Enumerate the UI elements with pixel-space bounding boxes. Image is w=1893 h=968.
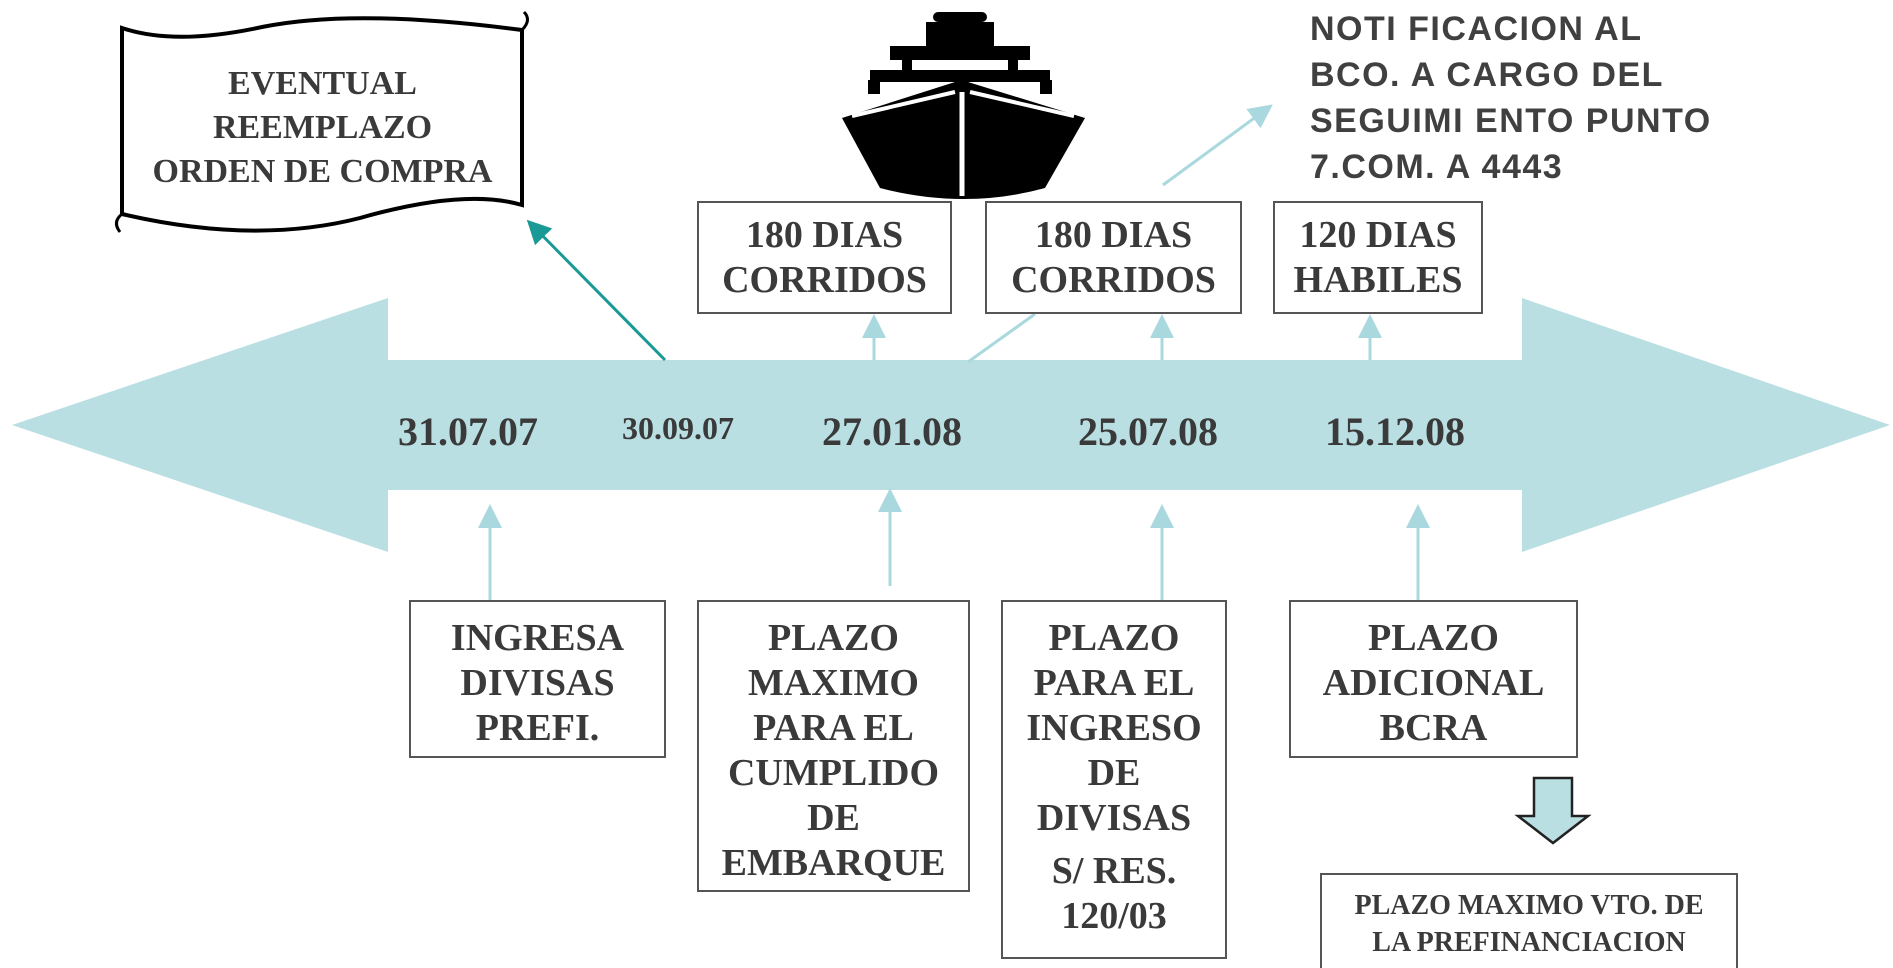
top-box-line: CORRIDOS — [722, 258, 927, 301]
final-box-line: LA PREFINANCIACION — [1372, 927, 1686, 958]
bottom-box-1: INGRESA DIVISAS PREFI. — [409, 600, 666, 758]
bottom-box-line: DE — [807, 797, 860, 839]
bottom-box-line: PARA EL — [1033, 662, 1195, 704]
bottom-box-line: S/ RES. — [1051, 850, 1177, 892]
down-arrow-icon — [1514, 776, 1592, 845]
timeline-date: 31.07.07 — [398, 409, 538, 454]
scroll-banner — [115, 10, 529, 233]
timeline-date: 15.12.08 — [1325, 409, 1465, 454]
scroll-text: EVENTUAL REEMPLAZO ORDEN DE COMPRA — [130, 62, 515, 194]
bottom-box-line: MAXIMO — [748, 662, 919, 704]
top-box-line: 180 DIAS — [1034, 213, 1193, 256]
bottom-box-4: PLAZO ADICIONAL BCRA — [1289, 600, 1578, 758]
top-box-line: 120 DIAS — [1299, 213, 1457, 256]
bottom-box-line: PLAZO — [768, 617, 899, 659]
bottom-box-line: PLAZO — [1368, 617, 1499, 659]
bottom-box-line: INGRESA — [450, 617, 625, 659]
bottom-box-3: PLAZO PARA EL INGRESO DE DIVISAS S/ RES.… — [1001, 600, 1227, 959]
teal-arrow — [526, 219, 667, 362]
top-box-line: CORRIDOS — [1011, 258, 1216, 301]
final-box-line: PLAZO MAXIMO VTO. DE — [1354, 890, 1704, 921]
scroll-line: EVENTUAL — [228, 65, 417, 102]
bottom-box-line: DIVISAS — [460, 662, 615, 704]
bottom-box-line: BCRA — [1379, 707, 1488, 749]
bottom-box-line: PARA EL — [753, 707, 914, 749]
timeline-date: 25.07.08 — [1078, 409, 1218, 454]
notification-line: 7.COM. A 4443 — [1310, 148, 1564, 186]
top-box-1: 180 DIAS CORRIDOS — [697, 201, 952, 314]
top-box-3: 120 DIAS HABILES — [1273, 201, 1483, 314]
notification-line: NOTI FICACION AL — [1310, 10, 1643, 48]
bottom-box-line: INGRESO — [1026, 707, 1202, 749]
bottom-box-2: PLAZO MAXIMO PARA EL CUMPLIDO DE EMBARQU… — [697, 600, 970, 892]
bottom-box-line: DIVISAS — [1036, 797, 1192, 839]
timeline-date: 30.09.07 — [622, 410, 734, 446]
timeline-date: 27.01.08 — [822, 409, 962, 454]
bottom-box-line: EMBARQUE — [721, 842, 946, 884]
bottom-box-line: PLAZO — [1048, 617, 1180, 659]
notification-line: SEGUIMI ENTO PUNTO — [1310, 102, 1712, 140]
scroll-line: REEMPLAZO — [212, 109, 433, 146]
top-box-line: HABILES — [1293, 258, 1463, 301]
top-box-2: 180 DIAS CORRIDOS — [985, 201, 1242, 314]
bottom-box-line: ADICIONAL — [1322, 662, 1545, 704]
final-box: PLAZO MAXIMO VTO. DE LA PREFINANCIACION — [1320, 873, 1738, 968]
timeline-arrow — [12, 298, 1890, 552]
bottom-box-line: PREFI. — [475, 707, 600, 749]
ship-icon — [842, 12, 1085, 199]
bottom-box-line: 120/03 — [1061, 895, 1167, 937]
top-box-line: 180 DIAS — [745, 213, 904, 256]
scroll-line: ORDEN DE COMPRA — [152, 153, 493, 190]
notification-text: NOTI FICACION AL BCO. A CARGO DEL SEGUIM… — [1310, 6, 1712, 190]
bottom-box-line: DE — [1087, 752, 1141, 794]
connector-top-diagonal — [967, 312, 1036, 364]
connector-notification — [1162, 104, 1273, 187]
bottom-box-line: CUMPLIDO — [727, 752, 940, 794]
notification-line: BCO. A CARGO DEL — [1310, 56, 1664, 94]
